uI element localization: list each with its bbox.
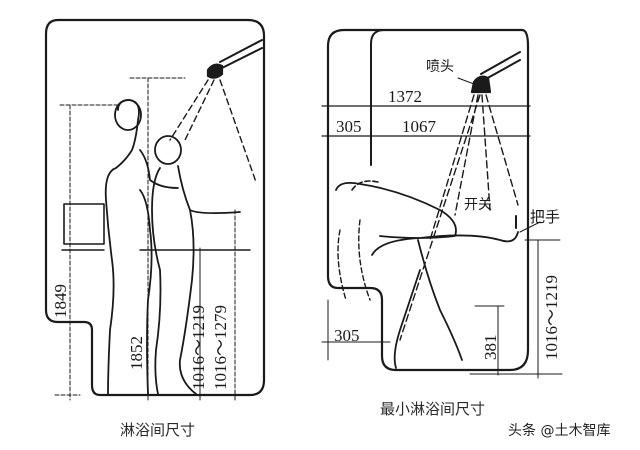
dim-label-1852: 1852 <box>127 336 146 370</box>
label-handle: 把手 <box>530 208 561 226</box>
label-switch: 开关 <box>464 197 492 213</box>
dim-label-1372: 1372 <box>388 87 422 106</box>
dim-line-1849 <box>54 104 121 401</box>
dim-label-1016-1219: 1016～1219 <box>189 305 208 390</box>
left-shower-diagram <box>44 18 266 401</box>
right-shower-diagram <box>321 28 563 379</box>
bending-figure <box>335 181 519 369</box>
left-caption: 淋浴间尺寸 <box>120 421 196 439</box>
dim-label-bench-305: 305 <box>334 326 360 345</box>
right-caption: 最小淋浴间尺寸 <box>380 400 486 418</box>
handle-leader <box>519 221 541 233</box>
watermark: 头条 @土木智库 <box>508 423 611 439</box>
label-shower-head: 喷头 <box>426 59 454 75</box>
dim-label-381: 381 <box>481 334 500 361</box>
second-figure <box>151 165 241 395</box>
shower-arm <box>480 51 521 81</box>
shower-head-leader <box>457 77 475 85</box>
dim-line-1852 <box>129 77 186 401</box>
dim-line-1016-1219 <box>469 239 563 379</box>
dim-line-381 <box>474 305 505 376</box>
dim-label-1067: 1067 <box>402 117 436 136</box>
shower-head-icon-right <box>470 75 492 94</box>
shower-head-icon <box>206 63 224 79</box>
dim-label-1016-1279: 1016～1279 <box>211 305 230 390</box>
right-enclosure-outer <box>326 28 530 372</box>
left-enclosure-outline <box>44 18 266 397</box>
right-enclosure-inner-wall <box>370 29 385 166</box>
dim-label-1016-1219-right: 1016～1219 <box>542 275 561 360</box>
dim-line-bench-305 <box>321 299 391 361</box>
dim-label-305-top: 305 <box>336 117 362 136</box>
shower-pipe <box>219 39 263 69</box>
dim-label-1849: 1849 <box>51 284 70 318</box>
